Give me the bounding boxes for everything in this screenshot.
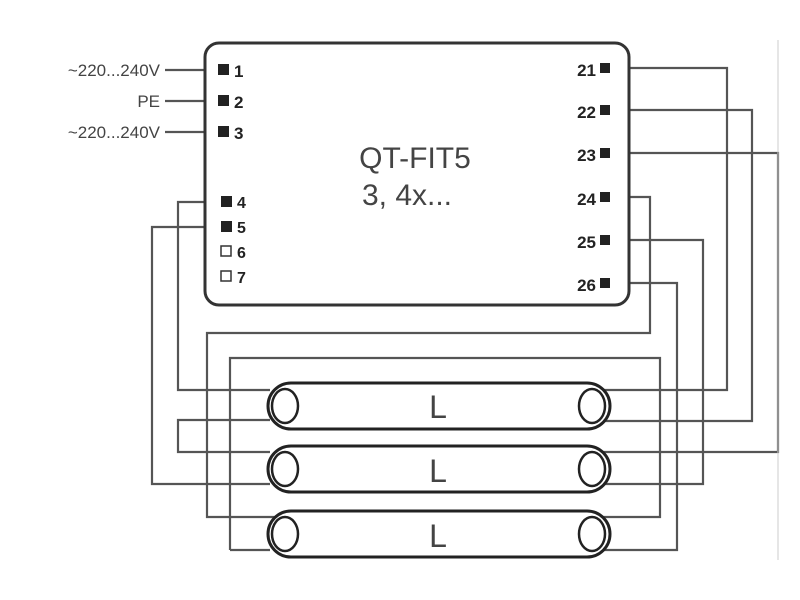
terminal-24-pin	[600, 192, 610, 202]
terminal-25-label: 25	[577, 233, 596, 252]
terminal-4-pin	[221, 196, 232, 207]
supply-label-pe: PE	[137, 92, 160, 111]
terminal-26-pin	[600, 278, 610, 288]
lamp-3-tube	[266, 509, 612, 559]
wire-terminal-24	[205, 195, 652, 519]
terminal-26-label: 26	[577, 276, 596, 295]
terminal-23-label: 23	[577, 146, 596, 165]
lamp-2: L	[266, 444, 612, 494]
terminal-1-pin	[218, 64, 229, 75]
terminal-22-pin	[600, 105, 610, 115]
terminal-6-pin	[220, 245, 232, 257]
supply-label-line-3: ~220...240V	[68, 123, 161, 142]
terminal-7-pin	[220, 270, 232, 282]
lamp-2-filament-left	[270, 450, 300, 488]
ballast-housing	[203, 41, 631, 307]
lamp-1-filament-left	[270, 387, 300, 425]
wire-terminal-25	[590, 238, 705, 486]
wire-lamp-bridge-left	[176, 418, 270, 454]
device-variant: 3, 4x...	[362, 179, 452, 212]
lamp-1-tube	[266, 381, 612, 431]
terminal-2-pin	[218, 95, 229, 106]
terminal-23-pin	[600, 148, 610, 158]
terminal-7-label: 7	[237, 270, 246, 287]
right-terminal-block: 21 22 23 24 25 26	[577, 61, 610, 295]
terminal-4-label: 4	[237, 195, 246, 212]
terminal-3-pin	[218, 126, 229, 137]
lamp-1-filament-right	[577, 387, 607, 425]
terminal-6-label: 6	[237, 245, 246, 262]
terminal-3-label: 3	[234, 124, 243, 143]
terminal-1-label: 1	[234, 62, 243, 81]
device-model: QT-FIT5	[359, 142, 471, 175]
wire-terminal-26	[590, 281, 679, 552]
terminal-22-label: 22	[577, 103, 596, 122]
lamp-3: L	[266, 509, 612, 559]
terminal-24-label: 24	[577, 190, 596, 209]
lamp-2-tube	[266, 444, 612, 494]
terminal-21-label: 21	[577, 61, 596, 80]
left-terminal-block: 1 2 3 4 5 6 7	[218, 62, 246, 287]
lamp-2-filament-right	[577, 450, 607, 488]
wire-terminal-4	[176, 200, 270, 392]
wire-terminal-5	[150, 225, 270, 486]
wire-terminal-22	[588, 108, 754, 423]
terminal-21-pin	[600, 63, 610, 73]
filament-wires	[150, 200, 270, 552]
supply-label-line-1: ~220...240V	[68, 61, 161, 80]
lamp-3-filament-left	[270, 515, 300, 553]
terminal-2-label: 2	[234, 93, 243, 112]
lamp-1: L	[266, 381, 612, 431]
lamp-2-label: L	[429, 453, 447, 489]
terminal-5-label: 5	[237, 220, 246, 237]
wire-lamp-bridge-right	[228, 356, 662, 550]
terminal-5-pin	[221, 221, 232, 232]
lamp-3-filament-right	[577, 515, 607, 553]
terminal-25-pin	[600, 235, 610, 245]
lamp-1-label: L	[429, 389, 447, 425]
lamp-3-label: L	[429, 518, 447, 554]
